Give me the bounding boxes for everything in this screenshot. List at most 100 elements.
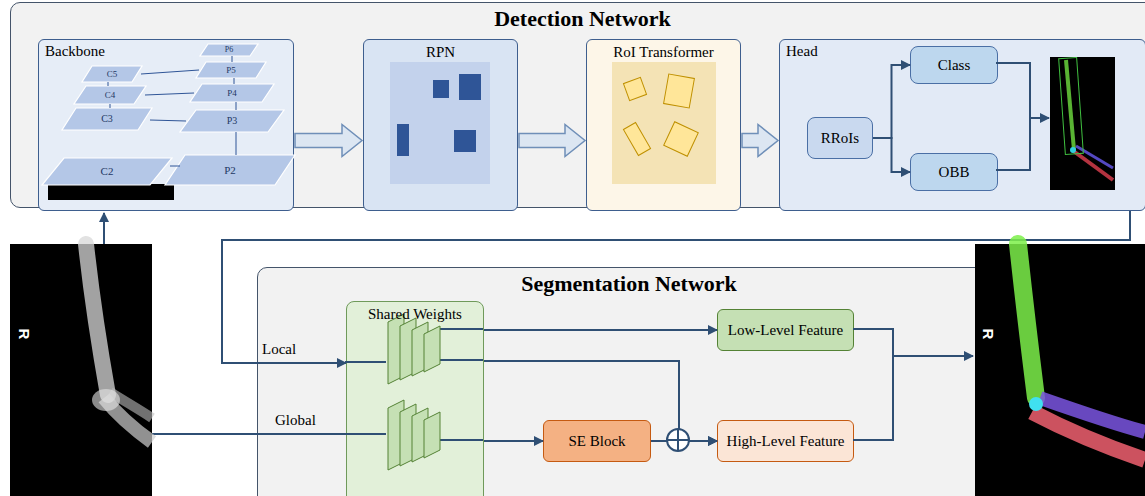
inner-line <box>440 328 483 330</box>
bone-box <box>1066 60 1074 150</box>
image-strip <box>48 184 174 200</box>
block-arrow <box>295 124 362 156</box>
inner-line <box>440 439 483 441</box>
merge-line <box>996 118 1049 170</box>
level-label: P6 <box>225 46 233 54</box>
pyramid-level <box>180 110 284 132</box>
level-label: C2 <box>101 166 114 177</box>
anchor-box <box>433 80 449 98</box>
rpn-illustration <box>390 62 490 184</box>
level-label: P3 <box>227 116 238 126</box>
feature-layer <box>388 400 404 470</box>
anchor-box <box>397 124 409 156</box>
input-arrow <box>103 213 105 244</box>
image-ground <box>10 244 152 496</box>
pyramid-level <box>74 86 146 104</box>
process-box: Class <box>910 46 998 84</box>
pyramid-level <box>82 66 142 82</box>
level-label: P4 <box>227 89 237 98</box>
anchor-box <box>459 74 481 100</box>
module-box: RPN <box>363 39 518 211</box>
sum-circle <box>667 429 689 451</box>
feature-map <box>612 62 716 184</box>
panel-title: Segmentation Network <box>521 271 737 297</box>
connector-arrow <box>484 440 543 442</box>
box-label: Backbone <box>45 43 105 60</box>
rotated-roi <box>623 123 650 156</box>
panel-title: Detection Network <box>494 6 671 32</box>
connector-arrow <box>873 138 910 172</box>
down-link <box>232 56 233 62</box>
merge-line <box>853 329 893 356</box>
lateral-link <box>145 93 194 95</box>
box-label: Low-Level Feature <box>728 322 843 339</box>
level-label: C3 <box>101 114 113 124</box>
panel: Detection NetworkBackbone RPN RoI Transfor… <box>10 2 1145 208</box>
level-label: C4 <box>105 91 116 100</box>
pyramid-level <box>165 155 295 185</box>
global-line <box>152 433 386 435</box>
feature-layer <box>388 314 404 384</box>
rotated-roi <box>664 74 695 108</box>
feature-layer <box>412 408 428 462</box>
module-box: Shared Weights <box>346 301 484 496</box>
forearm <box>104 398 152 442</box>
pyramid-level <box>200 44 258 56</box>
level-label: P2 <box>224 165 236 176</box>
merge-line <box>853 356 973 440</box>
bone-box <box>1059 57 1084 154</box>
module-box: Backbone <box>38 39 294 211</box>
conv-stack <box>388 314 440 470</box>
anchor-box <box>454 130 476 152</box>
bone-box <box>1072 150 1113 180</box>
box-label: OBB <box>939 164 970 181</box>
feature-pyramid <box>42 44 295 200</box>
feature-layer <box>400 318 416 380</box>
process-box: SE Block <box>543 420 651 462</box>
feature-layer <box>424 412 440 458</box>
pyramid-level <box>62 108 152 130</box>
segmentation-output <box>975 244 1145 496</box>
image-ground <box>1050 57 1115 190</box>
down-link <box>234 78 235 84</box>
feature-layer <box>412 322 428 376</box>
level-label: P5 <box>226 66 236 75</box>
pyramid-level <box>190 84 274 102</box>
module-box: HeadRRoIs ClassOBB <box>779 39 1145 211</box>
feature-box: High-Level Feature <box>717 420 854 462</box>
box-label: RPN <box>426 44 455 61</box>
feature-layer <box>424 326 440 372</box>
joint-mask <box>1029 397 1043 411</box>
rotated-roi <box>623 77 646 100</box>
feature-map <box>390 62 490 184</box>
lateral-link <box>141 70 199 74</box>
connector-arrow <box>873 65 910 138</box>
local-line <box>345 361 386 363</box>
rotated-roi <box>664 122 699 157</box>
humerus <box>86 244 108 395</box>
panel: Segmentation NetworkShared WeightsLow-Le… <box>257 267 1001 496</box>
input-xray <box>10 244 152 496</box>
box-label: Shared Weights <box>368 306 462 323</box>
box-label: RoI Transformer <box>613 44 713 61</box>
box-label: SE Block <box>568 433 625 450</box>
inner-line <box>440 359 483 361</box>
sum-cross <box>667 439 689 441</box>
merge-line <box>996 63 1030 118</box>
up-link <box>108 82 109 86</box>
pyramid-level <box>196 62 266 78</box>
box-label: Head <box>786 43 818 60</box>
bone-box <box>1070 147 1076 153</box>
feature-layer <box>400 404 416 466</box>
connector-arrow <box>222 211 1130 363</box>
module-box: RoI Transformer <box>586 39 741 211</box>
roi-illustration <box>612 62 716 184</box>
feature-box: Low-Level Feature <box>717 309 854 351</box>
forearm <box>110 392 152 418</box>
pyramid-level <box>42 158 172 185</box>
block-arrow <box>519 124 585 156</box>
level-label: C5 <box>107 70 118 79</box>
elbow <box>92 389 120 411</box>
box-label: RRoIs <box>821 130 859 147</box>
